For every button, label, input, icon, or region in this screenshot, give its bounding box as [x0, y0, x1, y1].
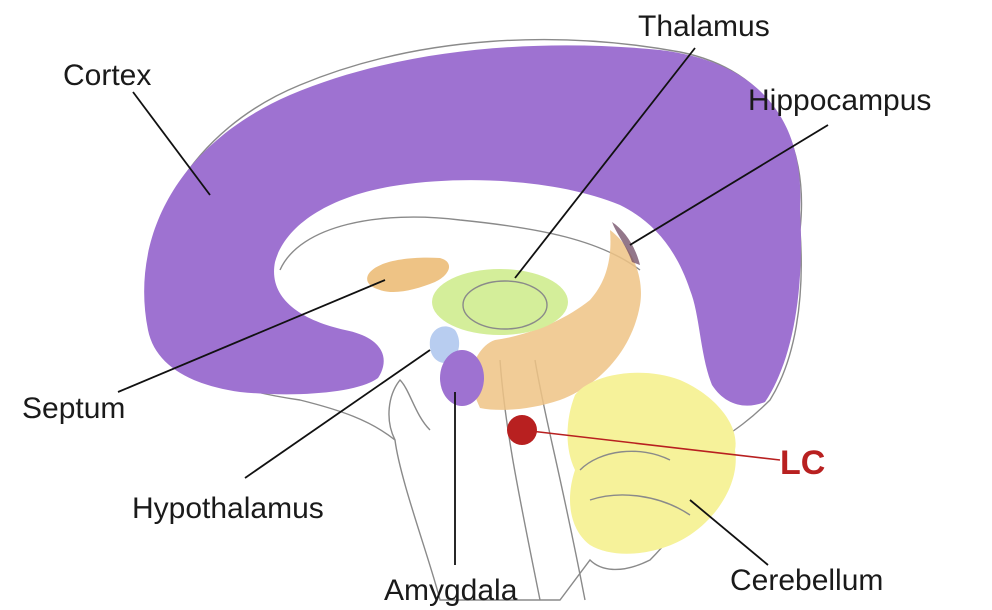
cerebellum-label: Cerebellum: [730, 564, 883, 597]
septum-label: Septum: [22, 392, 125, 425]
amygdala-label: Amygdala: [384, 574, 518, 607]
cerebellum-leader-line: [690, 500, 768, 565]
cortex-region: [144, 45, 801, 405]
cortex-label: Cortex: [63, 59, 151, 92]
hypothalamus-label: Hypothalamus: [132, 492, 324, 525]
cerebellum-region: [568, 373, 736, 554]
hippocampus-label: Hippocampus: [748, 84, 931, 117]
amygdala-region: [440, 350, 484, 406]
thalamus-region: [432, 269, 568, 335]
cortex-leader-line: [133, 92, 210, 195]
thalamus-label: Thalamus: [638, 10, 770, 43]
septum-region: [367, 258, 449, 292]
lc-label: LC: [780, 444, 825, 482]
